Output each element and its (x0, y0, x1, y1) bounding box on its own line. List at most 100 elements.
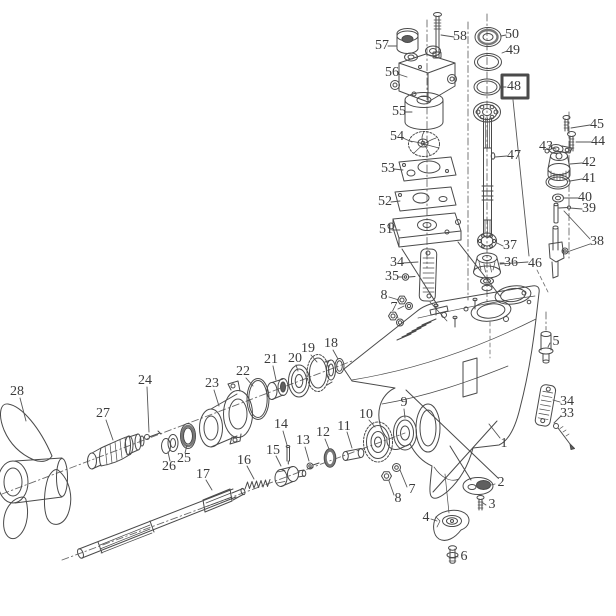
drain-plug-2 (462, 477, 494, 495)
part-label-27[interactable]: 27 (96, 406, 110, 421)
part-label-9[interactable]: 9 (401, 395, 408, 410)
part-label-42[interactable]: 42 (582, 155, 596, 170)
part-label-20[interactable]: 20 (288, 351, 302, 366)
part-label-5[interactable]: 5 (553, 334, 560, 349)
tapered-bearing-36 (473, 252, 501, 292)
pump-gasket-52 (394, 186, 457, 212)
leader-line-7-top (397, 305, 405, 310)
part-label-47[interactable]: 47 (507, 148, 521, 163)
screw-33 (553, 423, 575, 450)
washer-7-bottom (392, 463, 401, 472)
part-label-8-top[interactable]: 8 (381, 288, 388, 303)
leader-line-14 (282, 430, 288, 446)
part-label-28[interactable]: 28 (10, 384, 24, 399)
part-label-4[interactable]: 4 (423, 510, 430, 525)
part-label-18[interactable]: 18 (324, 336, 338, 351)
part-label-43[interactable]: 43 (539, 139, 553, 154)
part-label-13[interactable]: 13 (296, 433, 310, 448)
part-label-26[interactable]: 26 (162, 459, 176, 474)
washer-49 (474, 53, 502, 71)
part-label-34-left[interactable]: 34 (390, 255, 404, 270)
leader-line-37 (496, 242, 504, 247)
leader-line-41 (569, 178, 583, 182)
part-label-8-bottom[interactable]: 8 (395, 491, 402, 506)
leader-line-28 (19, 397, 27, 422)
part-label-2[interactable]: 2 (498, 475, 505, 490)
part-label-7-bottom[interactable]: 7 (409, 482, 416, 497)
part-label-3[interactable]: 3 (489, 497, 496, 512)
part-label-41[interactable]: 41 (582, 171, 596, 186)
nut-8-bottom (381, 471, 392, 481)
leader-line-18 (332, 349, 339, 360)
bolt-44 (567, 131, 576, 152)
part-label-48[interactable]: 48 (507, 79, 521, 94)
leader-line-24 (146, 386, 150, 433)
pump-base-51 (387, 212, 462, 248)
part-label-40[interactable]: 40 (578, 190, 592, 205)
part-label-16[interactable]: 16 (237, 453, 251, 468)
part-label-44[interactable]: 44 (591, 134, 605, 149)
part-label-37[interactable]: 37 (503, 238, 517, 253)
part-label-14[interactable]: 14 (274, 417, 288, 432)
part-label-53[interactable]: 53 (381, 161, 395, 176)
leader-line-53 (393, 168, 404, 171)
part-label-10[interactable]: 10 (359, 407, 373, 422)
stud-nuts-top-7-8 (388, 295, 413, 327)
spring-seat-12 (323, 448, 337, 468)
water-pump-stack (387, 12, 462, 248)
part-label-51[interactable]: 51 (379, 222, 393, 237)
part-label-36[interactable]: 36 (504, 255, 518, 270)
part-label-45[interactable]: 45 (590, 117, 604, 132)
cotter-pin-24 (144, 430, 162, 440)
bearing-50 (474, 27, 502, 47)
leader-line-34-right (552, 399, 561, 403)
propeller-28 (0, 403, 72, 540)
part-label-46[interactable]: 46 (528, 256, 542, 271)
part-label-22[interactable]: 22 (236, 364, 250, 379)
part-label-21[interactable]: 21 (264, 352, 278, 367)
part-label-58[interactable]: 58 (453, 29, 467, 44)
part-label-55[interactable]: 55 (392, 104, 406, 119)
highlight-box-part-48 (500, 73, 530, 100)
hardware-and-anodes (388, 248, 575, 450)
deck-studs (433, 290, 532, 328)
part-label-25[interactable]: 25 (177, 451, 191, 466)
leader-line-49 (501, 50, 508, 54)
part-label-23[interactable]: 23 (205, 376, 219, 391)
part-label-19[interactable]: 19 (301, 341, 315, 356)
leader-line-12 (324, 438, 330, 450)
part-label-24[interactable]: 24 (138, 373, 152, 388)
part-label-39[interactable]: 39 (582, 201, 596, 216)
washers-26 (161, 434, 179, 454)
leader-line-25 (184, 444, 188, 454)
oring-22 (246, 378, 270, 420)
leader-line-21 (272, 365, 277, 381)
driveshaft-stack (473, 27, 502, 292)
part-label-6[interactable]: 6 (461, 549, 468, 564)
leader-line-1 (488, 423, 501, 439)
part-label-34-right[interactable]: 34 (560, 394, 574, 409)
part-label-15[interactable]: 15 (266, 443, 280, 458)
part-label-11[interactable]: 11 (337, 419, 350, 434)
part-label-33[interactable]: 33 (560, 406, 574, 421)
part-label-50[interactable]: 50 (505, 27, 519, 42)
leader-line-26 (167, 451, 171, 462)
bearing-37 (477, 232, 497, 250)
part-label-1[interactable]: 1 (501, 436, 508, 451)
part-label-7-top[interactable]: 7 (391, 300, 398, 315)
part-label-52[interactable]: 52 (378, 194, 392, 209)
washer-40 (552, 193, 564, 203)
part-label-49[interactable]: 49 (506, 43, 520, 58)
part-label-54[interactable]: 54 (390, 129, 404, 144)
part-label-38[interactable]: 38 (590, 234, 604, 249)
part-label-57[interactable]: 57 (375, 38, 389, 53)
part-label-35[interactable]: 35 (385, 269, 399, 284)
leader-line-9 (403, 408, 406, 419)
ball-bearing-20 (288, 364, 310, 398)
leader-line-22 (245, 377, 254, 387)
part-label-12[interactable]: 12 (316, 425, 330, 440)
part-label-17[interactable]: 17 (196, 467, 210, 482)
part-label-56[interactable]: 56 (385, 65, 399, 80)
leader-line-17 (205, 479, 213, 491)
